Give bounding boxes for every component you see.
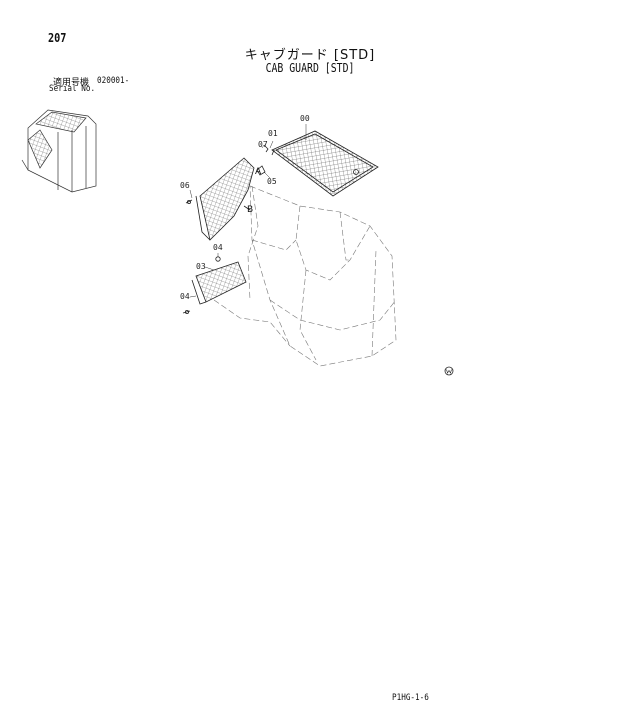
reference-b: B — [247, 205, 254, 215]
serial-label-japanese: 適用号機 — [53, 78, 90, 88]
callout-07: 07 — [258, 140, 268, 149]
serial-label-english: Serial No. — [49, 84, 96, 94]
thumbnail-cab — [21, 109, 97, 193]
front-guard-part — [185, 157, 255, 241]
lower-guard-part — [182, 256, 247, 314]
callout-04-lower: 04 — [180, 292, 190, 301]
footer-page-code: P1HG-1-6 — [392, 693, 429, 703]
callout-00: 00 — [300, 114, 310, 123]
reference-a: A — [255, 167, 262, 177]
callout-06: 06 — [180, 181, 190, 190]
roof-guard-part — [271, 130, 379, 197]
leader-lines — [189, 124, 307, 298]
circled-w-icon — [444, 366, 454, 376]
callout-01: 01 — [268, 129, 278, 138]
serial-range: 020001- — [97, 76, 130, 86]
callout-05: 05 — [267, 177, 277, 186]
cab-body-outline — [213, 185, 397, 367]
title-japanese: キャブガード [STD] — [244, 48, 376, 63]
bracket-parts — [256, 144, 275, 176]
callout-04-upper: 04 — [213, 243, 223, 252]
page-number: 207 — [48, 31, 67, 45]
title-english: CAB GUARD [STD] — [265, 61, 355, 75]
callout-03: 03 — [196, 262, 206, 271]
